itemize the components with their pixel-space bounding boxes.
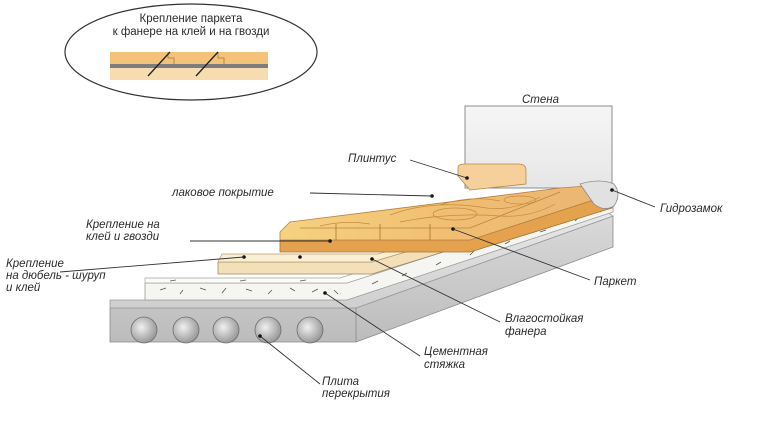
- wall-label: Стена: [522, 94, 559, 106]
- baseboard: [457, 163, 527, 191]
- inset-plywood-strip: [110, 68, 268, 80]
- wood-grain: [319, 195, 556, 227]
- slab-hole: [212, 316, 240, 344]
- leader-lines: [59, 159, 656, 385]
- waterlock: [579, 180, 619, 209]
- label-plywood-2: фанера: [505, 326, 547, 338]
- leader-waterlock: [611, 189, 656, 208]
- label-waterlock: Гидрозамок: [660, 203, 723, 215]
- slab-hole: [296, 316, 324, 344]
- label-baseboard: Плинтус: [348, 153, 397, 165]
- leader-parquet: [452, 228, 591, 281]
- leader-dowel: [59, 256, 245, 273]
- leader-screed: [324, 292, 421, 357]
- leader-baseboard: [409, 159, 468, 179]
- slab-hole: [130, 316, 158, 344]
- inset-title-line1: Крепление паркета: [140, 13, 244, 25]
- leader-plywood: [371, 258, 501, 323]
- label-dowel-2: на дюбель - шуруп: [6, 270, 106, 282]
- screed-texture: [159, 207, 606, 295]
- label-slab-2: перекрытия: [322, 388, 390, 400]
- label-dowel-3: и клей: [6, 282, 41, 294]
- label-parquet: Паркет: [594, 276, 637, 288]
- leader-varnish: [309, 192, 433, 197]
- inset-callout: Крепление паркета к фанере на клей и на …: [64, 3, 318, 101]
- parquet-board-seam: [300, 191, 561, 229]
- labels: Плинтус лаковое покрытие Крепление на кл…: [6, 153, 723, 400]
- slab-mark: [258, 334, 262, 338]
- label-dowel-1: Крепление: [6, 258, 64, 270]
- label-slab-1: Плита: [322, 376, 359, 388]
- label-screed-2: стяжка: [424, 359, 465, 371]
- baseboard-body: [457, 163, 527, 191]
- label-plywood-1: Влагостойкая: [505, 313, 583, 325]
- cement-screed: [144, 193, 615, 301]
- inset-title-line2: к фанере на клей и на гвозди: [113, 26, 270, 38]
- slab-hole: [254, 316, 282, 344]
- waterlock-seal: [579, 180, 619, 209]
- inset-nail-1: [147, 51, 171, 77]
- inset-glue-layer: [110, 64, 268, 68]
- screed-mark: [323, 291, 327, 295]
- label-glue-nails-1: Крепление на: [86, 219, 160, 231]
- parquet-layer: [279, 183, 613, 253]
- inset-joint-2: [217, 52, 225, 64]
- inset-nail-2: [195, 51, 219, 77]
- plywood-mark: [370, 257, 374, 261]
- parquet-top: [279, 183, 613, 241]
- leader-slab: [259, 335, 321, 385]
- label-screed-1: Цементная: [424, 346, 488, 358]
- label-varnish: лаковое покрытие: [171, 187, 274, 199]
- inset-parquet-strip: [110, 52, 268, 64]
- label-glue-nails-2: клей и гвозди: [86, 231, 160, 243]
- dowel-mark: [298, 255, 302, 259]
- slab-hole: [172, 316, 200, 344]
